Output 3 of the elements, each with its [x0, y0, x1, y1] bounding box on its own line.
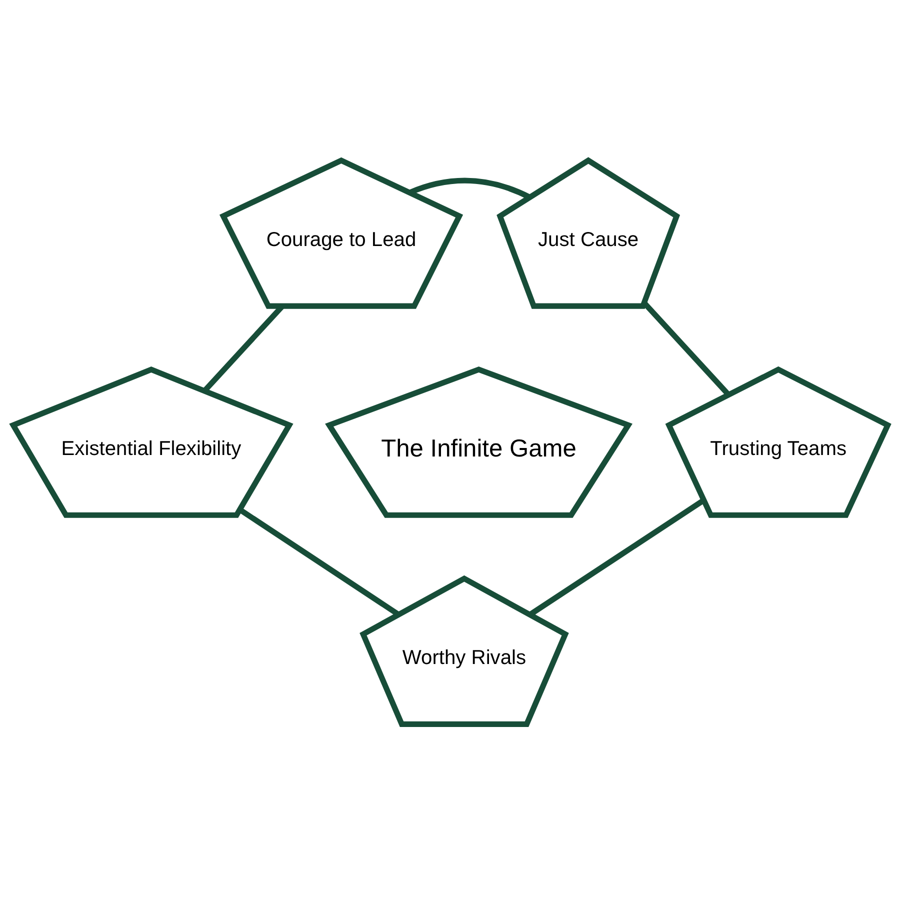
connector — [238, 508, 400, 617]
connector — [408, 178, 530, 200]
connector — [528, 498, 705, 617]
